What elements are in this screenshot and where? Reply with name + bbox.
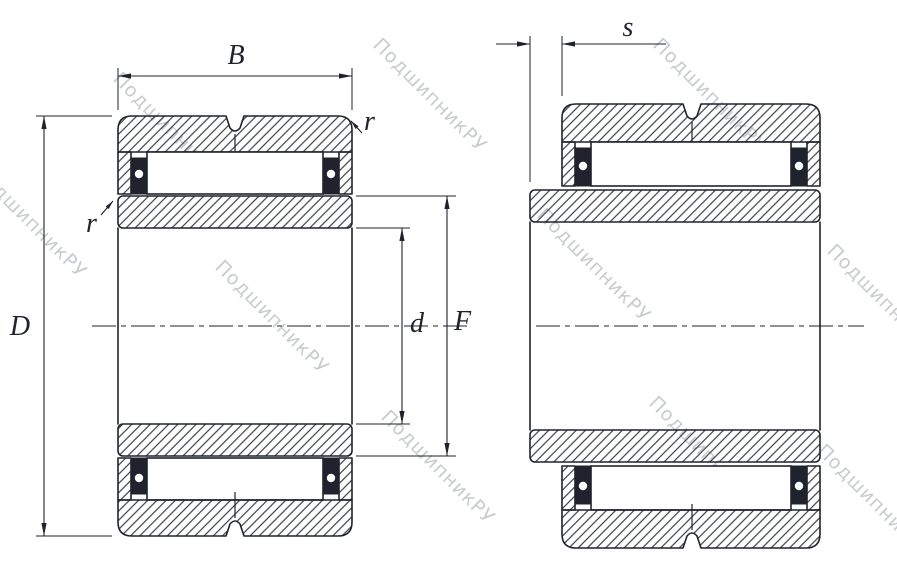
dimension-r-inner: r — [86, 200, 114, 239]
right-flange-top-left — [561, 141, 576, 187]
left-flange-bottom-left — [117, 457, 132, 501]
right-needle-cage-top — [590, 141, 792, 187]
dimension-D: D — [9, 115, 112, 537]
needle-end-dot — [578, 481, 588, 491]
watermark-text: ПодшипникРУ — [0, 160, 91, 283]
dimensions: B D d F s — [9, 12, 666, 537]
right-inner-ring-top — [529, 189, 821, 223]
watermark-text: ПодшипникРУ — [368, 34, 491, 157]
needle-end-dot — [134, 169, 144, 179]
left-flange-bottom-right — [338, 457, 353, 501]
right-outer-ring-bottom — [561, 509, 821, 549]
needle-end-dot — [794, 161, 804, 171]
dimension-r-outer: r — [350, 106, 375, 137]
dimension-d: d — [356, 227, 425, 425]
watermark-text: ПодшипникРУ — [812, 440, 897, 563]
left-flange-top-left — [117, 151, 132, 195]
leader-line — [350, 120, 363, 134]
label-s: s — [623, 12, 634, 43]
dimension-B: B — [117, 40, 353, 110]
label-r-outer: r — [364, 106, 375, 137]
leader-line — [100, 200, 114, 216]
label-d: d — [410, 308, 425, 339]
left-inner-ring-top — [117, 195, 353, 229]
right-flange-top-right — [806, 141, 821, 187]
right-needle-cage-bottom — [590, 465, 792, 511]
dimension-s: s — [496, 12, 666, 182]
label-D: D — [9, 311, 30, 342]
dimension-F: F — [356, 195, 472, 457]
left-flange-top-right — [338, 151, 353, 195]
left-needle-cage-top — [146, 151, 324, 195]
watermark-text: ПодшипникРУ — [822, 240, 897, 363]
right-inner-ring-bottom — [529, 429, 821, 463]
right-flange-bottom-right — [806, 465, 821, 511]
left-inner-ring-bottom — [117, 423, 353, 457]
right-bearing-view — [529, 103, 864, 549]
right-flange-bottom-left — [561, 465, 576, 511]
needle-end-dot — [134, 473, 144, 483]
needle-end-dot — [578, 161, 588, 171]
left-bearing-view — [92, 115, 470, 537]
needle-end-dot — [326, 473, 336, 483]
label-F: F — [453, 306, 472, 337]
watermark-text: ПодшипникРУ — [210, 256, 333, 379]
needle-end-dot — [326, 169, 336, 179]
label-B: B — [227, 40, 244, 71]
right-outer-ring-top — [561, 103, 821, 143]
label-r-inner: r — [86, 208, 97, 239]
needle-end-dot — [794, 481, 804, 491]
